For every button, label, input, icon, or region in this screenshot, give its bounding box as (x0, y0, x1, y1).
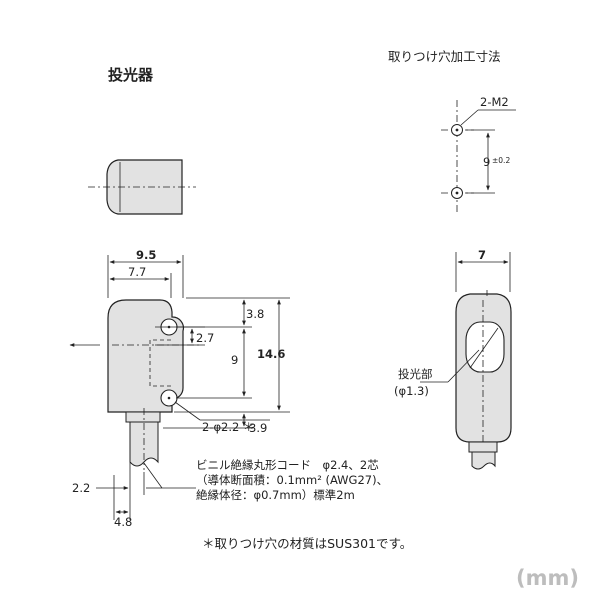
dim-3-8: 3.8 (246, 307, 264, 321)
dim-2-2: 2.2 (72, 481, 90, 495)
hole-spec: 2-φ2.2 ＊ (202, 420, 255, 434)
dim-4-8: 4.8 (114, 515, 132, 529)
footnote: ＊取りつけ穴の材質はSUS301です。 (202, 536, 412, 551)
emitter-top-view (88, 159, 196, 215)
cable-spec-line3: 絶縁体径：φ0.7mm）標準2m (196, 488, 355, 502)
cable-spec-line1: ビニル絶縁丸形コード φ2.4、2芯 (196, 458, 379, 472)
height-total: 14.6 (257, 347, 285, 361)
width-inner: 7.7 (128, 265, 146, 279)
mount-pitch: 9 (483, 155, 490, 169)
emitter-side-view (420, 252, 512, 470)
mount-hole-drawing (441, 100, 516, 212)
mount-pitch-tolerance: ±0.2 (492, 156, 510, 165)
dim-3-9: 3.9 (249, 421, 267, 435)
dim-9: 9 (231, 353, 238, 367)
emitter-title: 投光器 (108, 66, 154, 84)
emitter-part-diameter: (φ1.3) (394, 384, 429, 398)
dim-2-7: 2.7 (196, 331, 214, 345)
mount-title: 取りつけ穴加工寸法 (388, 49, 501, 64)
width-overall: 9.5 (136, 248, 156, 262)
cable-spec-line2: （導体断面積：0.1mm² (AWG27)、 (196, 473, 388, 487)
side-width: 7 (478, 248, 486, 262)
emitter-front-view (69, 255, 290, 520)
mount-hole-spec: 2-M2 (480, 95, 509, 109)
unit-label: (mm) (516, 566, 579, 590)
emitter-part-label: 投光部 (398, 367, 433, 381)
